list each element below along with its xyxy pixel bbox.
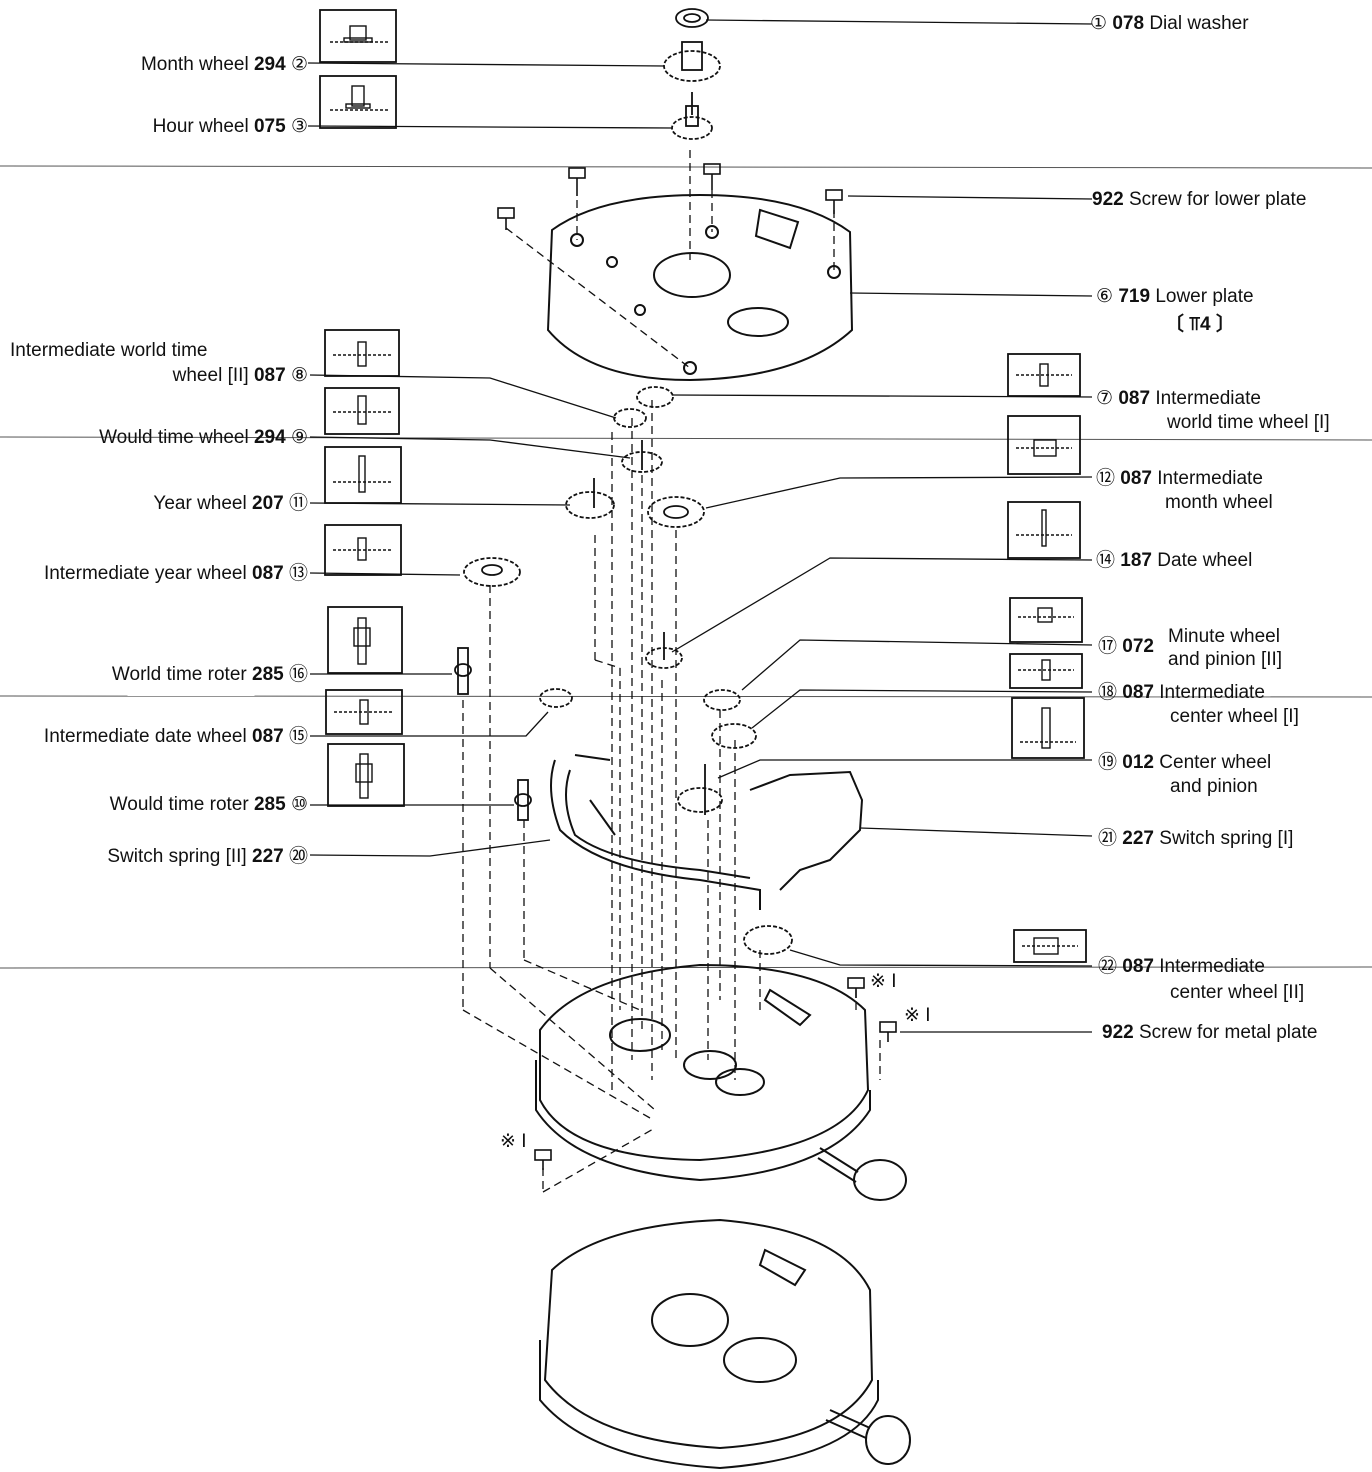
- symbol-glyphs: [330, 25, 1078, 955]
- label-world-time-roter: World time roter 285 ⑯: [111, 664, 308, 685]
- label-minute-wheel-line1: Minute wheel: [1168, 626, 1280, 647]
- screw-mark-2: ※ I: [904, 1005, 931, 1026]
- screw-mark-1: ※ I: [870, 971, 897, 992]
- lower-plate: [546, 193, 854, 382]
- label-intermediate-center-wheel-ii: ㉒ 087 Intermediate: [1098, 956, 1265, 977]
- label-screw-lower-plate: 922 Screw for lower plate: [1092, 189, 1307, 210]
- label-lower-plate: ⑥ 719 Lower plate: [1096, 286, 1254, 307]
- label-intermediate-world-time-wheel-ii-line1: Intermediate world time: [10, 340, 208, 361]
- label-intermediate-date-wheel: Intermediate date wheel 087 ⑮: [43, 726, 308, 747]
- label-minute-wheel-pinion-ii: ⑰ 072: [1098, 636, 1154, 657]
- label-center-wheel-pinion-line2: and pinion: [1170, 776, 1258, 797]
- alignment-axes: [462, 150, 881, 1193]
- leader-lines: [307, 19, 1093, 1033]
- switch-springs: [550, 754, 864, 910]
- screws: [497, 163, 897, 1170]
- label-switch-spring-i: ㉑ 227 Switch spring [I]: [1098, 828, 1294, 849]
- label-intermediate-center-wheel-i-line2: center wheel [I]: [1170, 706, 1299, 727]
- symbol-boxes: [319, 9, 1087, 963]
- label-lower-plate-screw-count: 〔 ⫪4 〕: [1165, 314, 1235, 335]
- label-date-wheel: ⑭ 187 Date wheel: [1096, 550, 1253, 571]
- label-month-wheel: Month wheel 294 ②: [140, 54, 308, 75]
- label-center-wheel-pinion: ⑲ 012 Center wheel: [1098, 752, 1272, 773]
- label-hour-wheel: Hour wheel 075 ③: [152, 116, 308, 137]
- label-intermediate-world-time-wheel-i: ⑦ 087 Intermediate: [1096, 388, 1261, 409]
- movement-assembly: [535, 963, 907, 1201]
- label-intermediate-center-wheel-i: ⑱ 087 Intermediate: [1098, 682, 1265, 703]
- label-intermediate-world-time-wheel-ii: wheel [II] 087 ⑧: [172, 365, 308, 386]
- screw-mark-3: ※ I: [500, 1131, 527, 1152]
- scan-lines: [0, 165, 1372, 969]
- label-intermediate-world-time-wheel-i-line2: world time wheel [I]: [1167, 412, 1330, 433]
- label-intermediate-center-wheel-ii-line2: center wheel [II]: [1170, 982, 1305, 1003]
- label-screw-metal-plate: 922 Screw for metal plate: [1102, 1022, 1318, 1043]
- label-dial-washer: ① 078 Dial washer: [1090, 13, 1249, 34]
- label-switch-spring-ii: Switch spring [II] 227 ⑳: [107, 846, 308, 867]
- label-intermediate-year-wheel: Intermediate year wheel 087 ⑬: [43, 563, 308, 584]
- label-intermediate-month-wheel: ⑫ 087 Intermediate: [1096, 468, 1263, 489]
- label-minute-wheel-line2: and pinion [II]: [1168, 649, 1283, 670]
- label-would-time-wheel: Would time wheel 294 ⑨: [99, 427, 308, 448]
- movement-base: [539, 1218, 911, 1470]
- label-intermediate-month-wheel-line2: month wheel: [1165, 492, 1273, 513]
- wheels: [454, 8, 793, 955]
- label-year-wheel: Year wheel 207 ⑪: [153, 493, 308, 514]
- label-would-time-roter: Would time roter 285 ⑩: [109, 794, 308, 815]
